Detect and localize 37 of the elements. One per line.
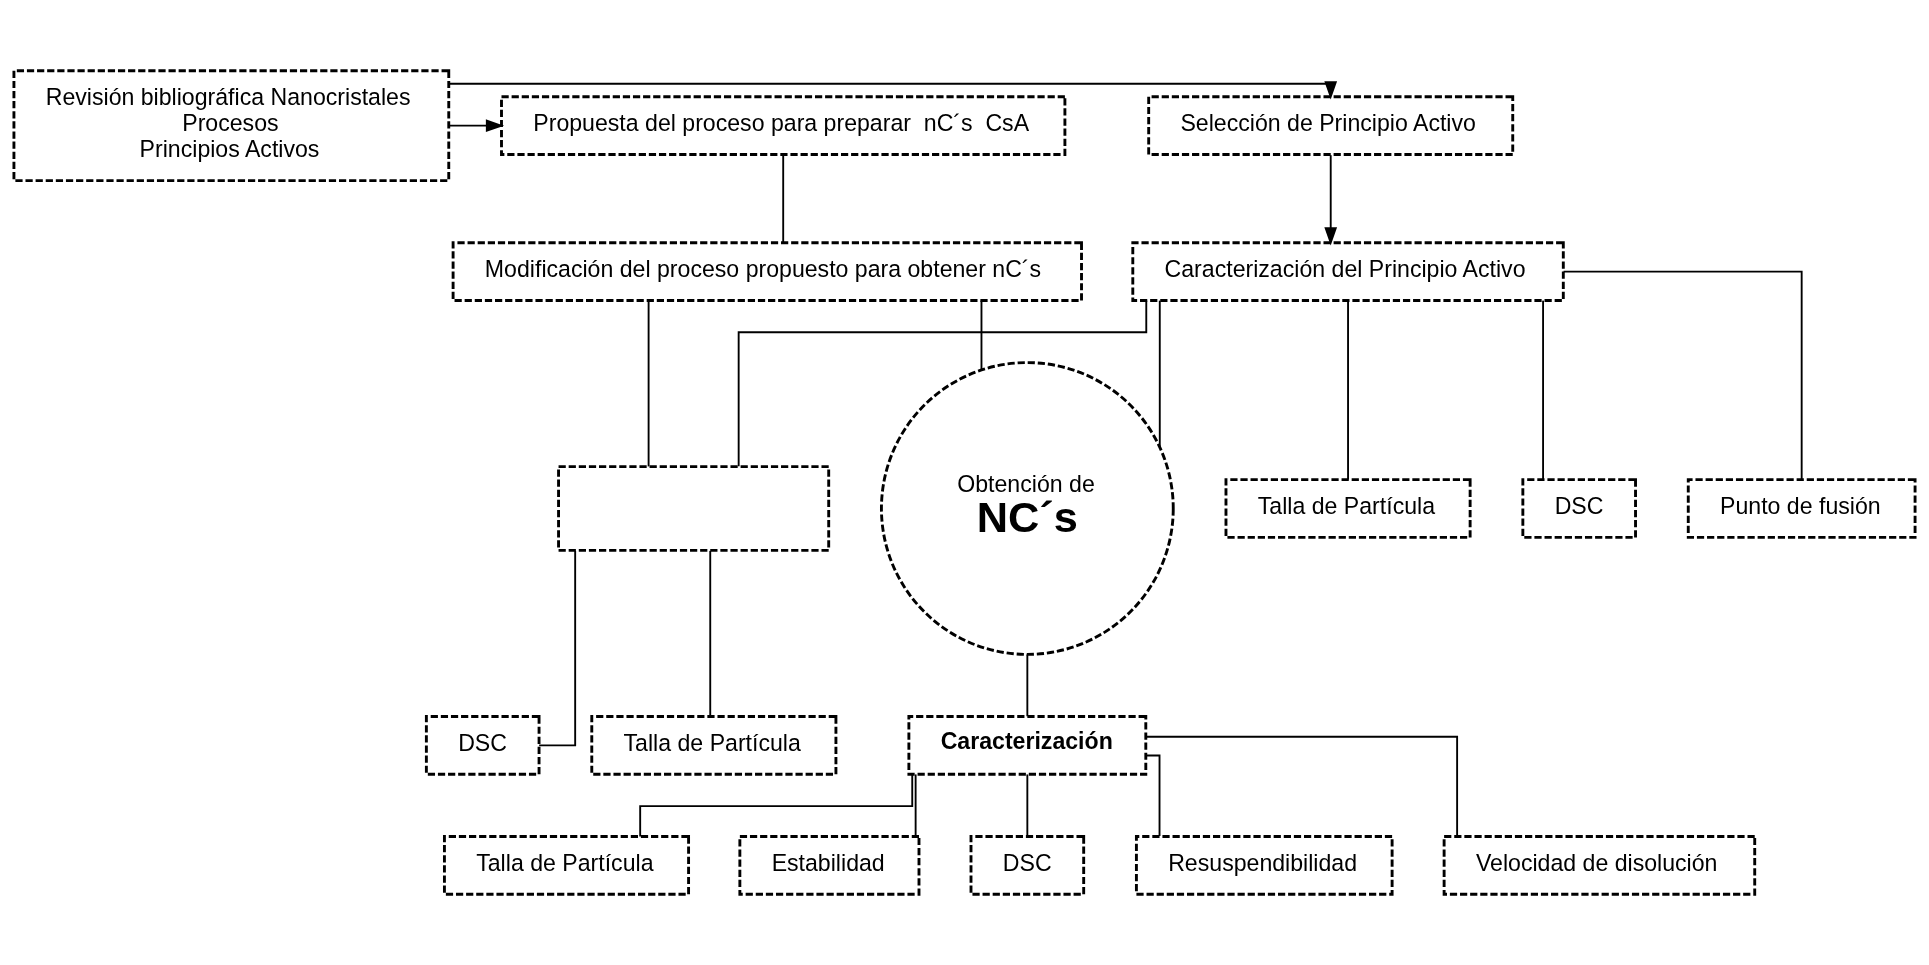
node-box: Selección de Principio Activo — [1147, 95, 1515, 156]
node-box: Caracterización del Principio Activo — [1131, 241, 1565, 302]
connector — [1562, 270, 1803, 481]
node-box: Talla de Partícula — [443, 835, 690, 896]
node-box: DSC — [1521, 478, 1637, 539]
connector — [914, 773, 917, 838]
node-box: Talla de Partícula — [590, 715, 838, 776]
node-box — [557, 465, 831, 552]
connector — [1026, 773, 1029, 838]
connector — [980, 299, 983, 371]
node-box: Talla de Partícula — [1224, 478, 1472, 539]
node-box: DSC — [969, 835, 1086, 896]
connector — [639, 773, 914, 838]
node-box: Resuspendibilidad — [1134, 835, 1394, 896]
connector — [538, 549, 577, 747]
node-box: Estabilidad — [738, 835, 921, 896]
node-circle: Obtención de NC´s — [880, 361, 1175, 656]
connector — [737, 299, 1148, 468]
node-box: Revisión bibliográfica Nanocristales Procesos Principios Activos — [12, 69, 451, 182]
node-box: DSC — [424, 715, 541, 776]
connector — [647, 299, 650, 468]
arrow — [448, 119, 505, 133]
node-box: Velocidad de disolución — [1442, 835, 1757, 896]
node-box: Propuesta del proceso para preparar nC´s CsA — [500, 95, 1067, 156]
connector — [1026, 653, 1029, 718]
arrow — [448, 81, 1338, 100]
connector — [1347, 299, 1349, 481]
node-box: Punto de fusión — [1686, 478, 1917, 539]
node-box: Modificación del proceso propuesto para obtener nC´s — [451, 241, 1083, 302]
connector — [1542, 299, 1544, 481]
connector — [782, 154, 785, 244]
connector — [1145, 735, 1459, 838]
connector — [1144, 754, 1161, 837]
node-box: Caracterización — [907, 715, 1148, 776]
connector — [709, 549, 712, 718]
connector — [1158, 299, 1161, 448]
arrow — [1324, 154, 1338, 246]
